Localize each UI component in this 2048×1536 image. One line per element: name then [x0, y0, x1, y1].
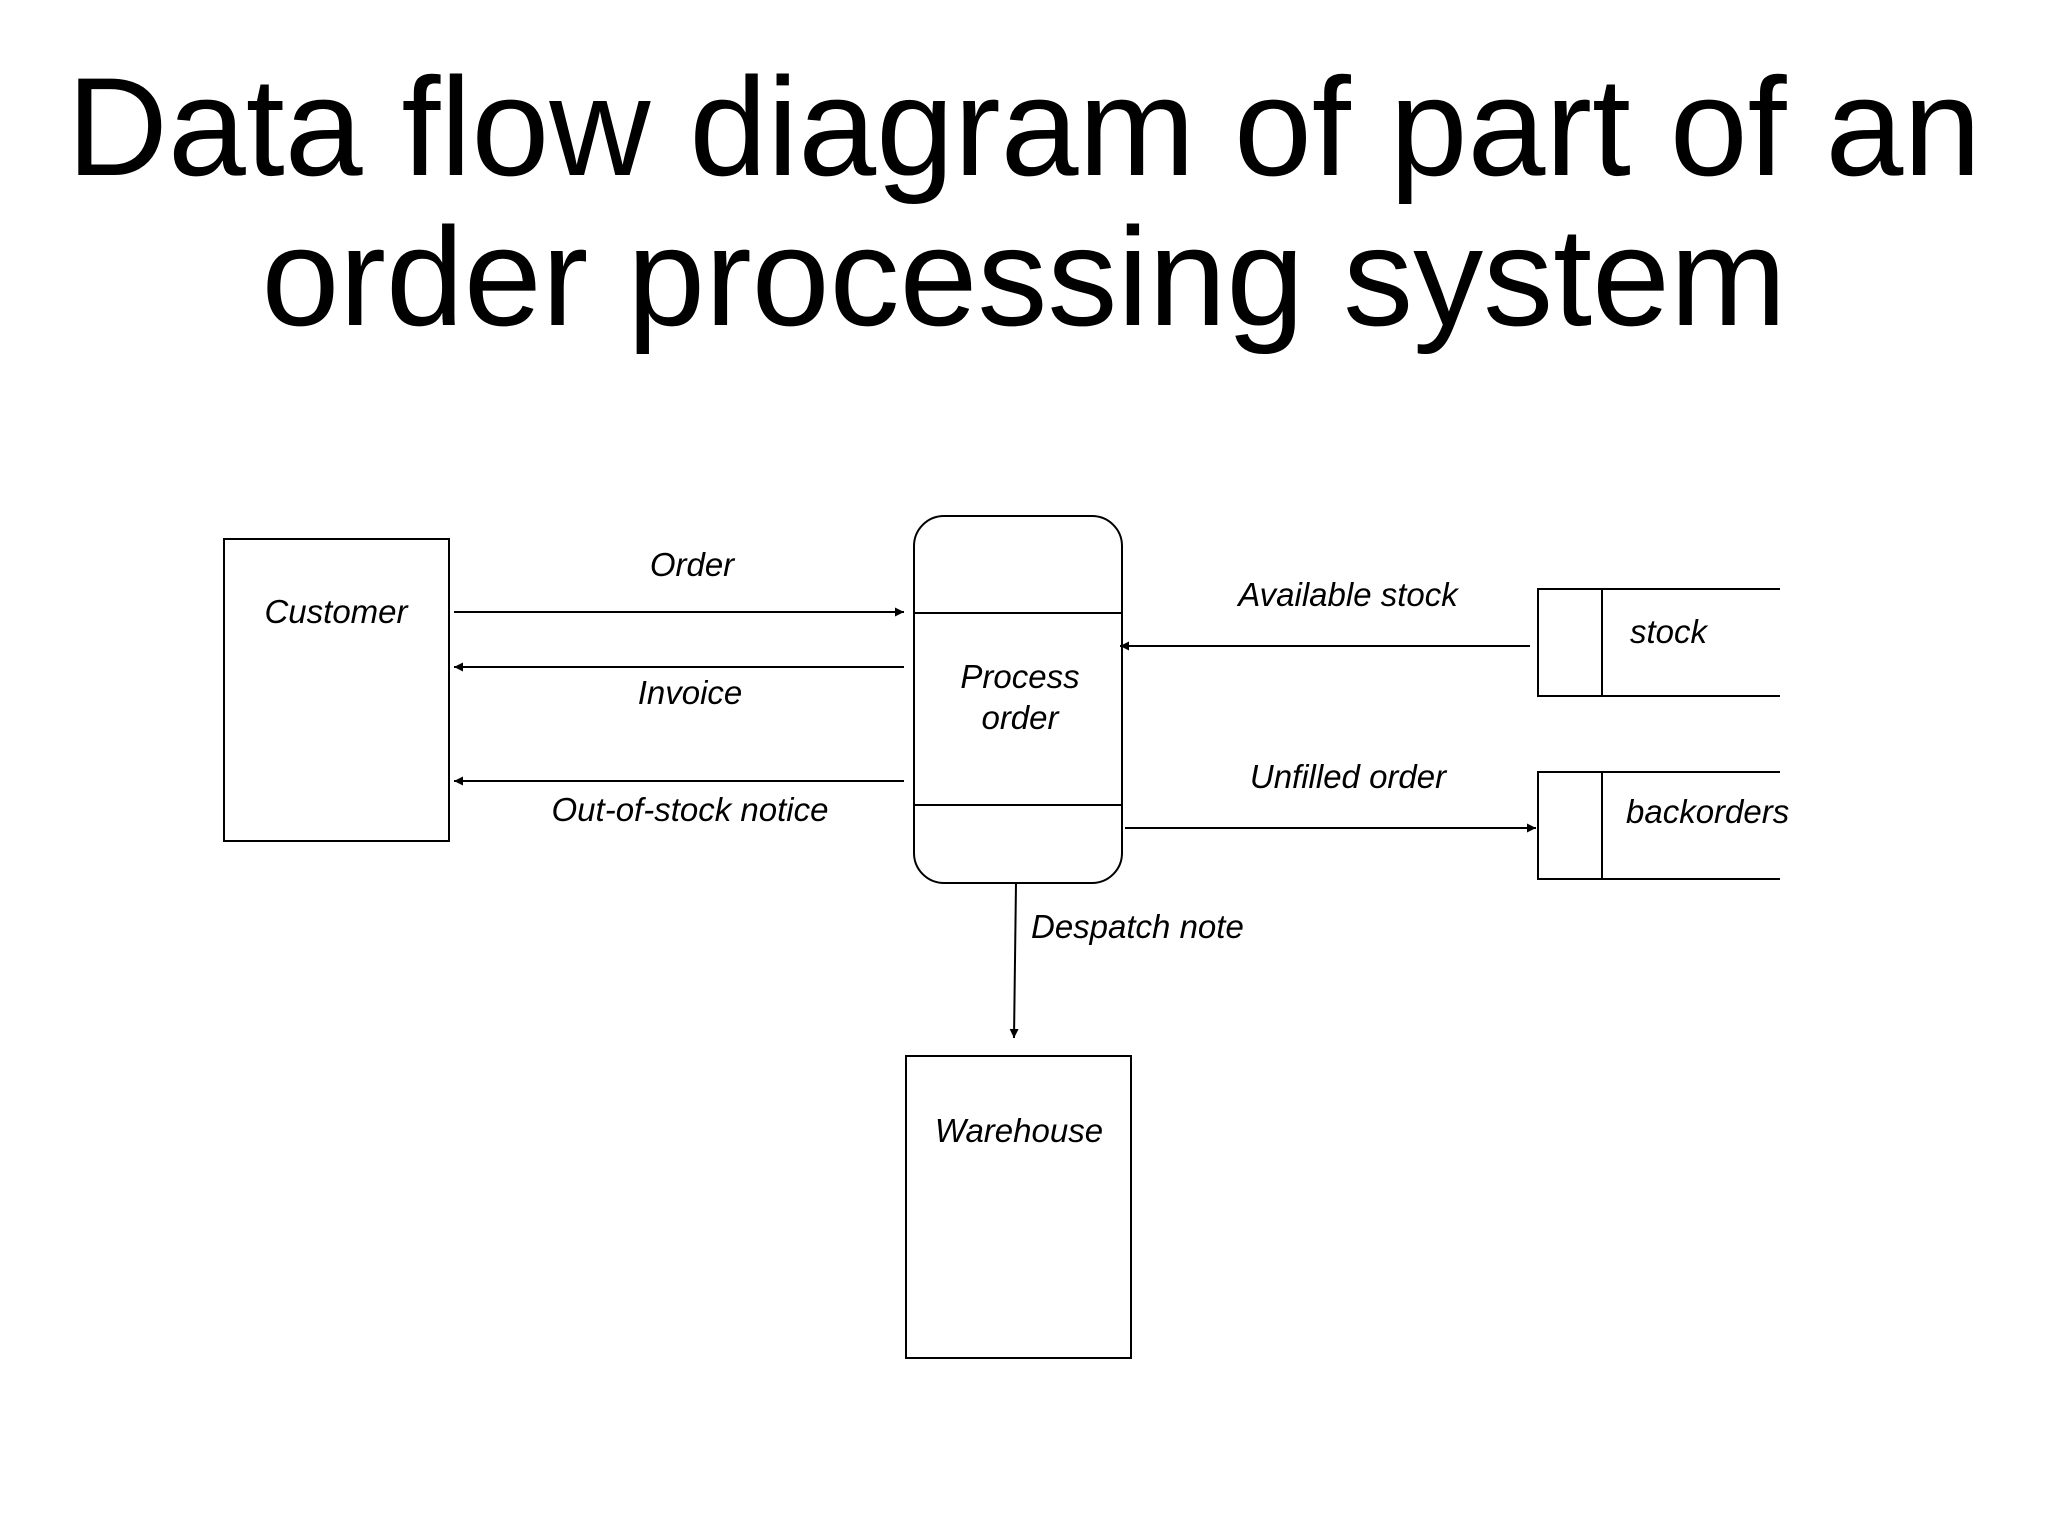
backorders-store-label: backorders: [1626, 793, 1789, 830]
order-flow-label: Order: [650, 546, 736, 583]
process-label-line-2: order: [981, 699, 1060, 736]
process-label-line-1: Process: [960, 658, 1079, 695]
stock-store-label: stock: [1630, 613, 1709, 650]
stock-store: [1537, 588, 1780, 697]
title-line-2: order processing system: [261, 198, 1787, 355]
warehouse-label: Warehouse: [935, 1112, 1103, 1149]
customer-label: Customer: [264, 593, 409, 630]
page-title: Data flow diagram of part of an order pr…: [0, 52, 2048, 352]
despatch-note-flow-label: Despatch note: [1031, 908, 1244, 945]
invoice-flow-label: Invoice: [638, 674, 743, 711]
unfilled-order-flow-label: Unfilled order: [1250, 758, 1448, 795]
available-stock-flow-label: Available stock: [1236, 576, 1459, 613]
title-line-1: Data flow diagram of part of an: [66, 48, 1982, 205]
backorders-store: [1537, 771, 1780, 880]
warehouse-entity: [905, 1055, 1132, 1359]
out-of-stock-flow-label: Out-of-stock notice: [552, 791, 829, 828]
despatch-note-flow-arrow: [1009, 882, 1019, 1039]
customer-entity: [223, 538, 450, 842]
process-order-box: [913, 515, 1123, 884]
